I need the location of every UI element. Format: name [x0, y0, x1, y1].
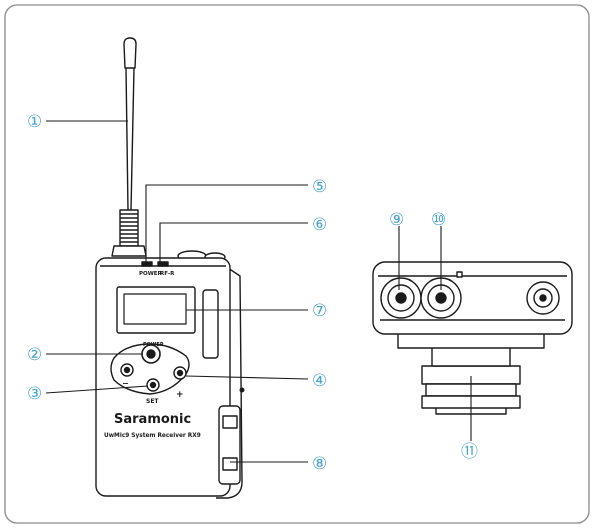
callout-lcd-display: ⑦	[312, 301, 327, 321]
minus-label: −	[122, 379, 129, 388]
callout-power-led: ⑤	[312, 177, 327, 197]
plus-label: +	[176, 390, 184, 400]
callout-belt-clip: ⑧	[312, 454, 327, 474]
callout-labels: ① ② ③ ④ ⑤ ⑥ ⑦ ⑧ ⑨ ⑩ ⑪	[27, 112, 478, 474]
leader-lines	[45, 120, 472, 463]
rf-led	[157, 261, 169, 267]
callout-output-jack-1: ⑨	[389, 210, 404, 230]
receiver-front-view	[95, 37, 245, 499]
power-button-label: POWER	[143, 342, 164, 348]
model-text: UwMic9 System Receiver RX9	[104, 433, 201, 439]
set-label: SET	[146, 398, 159, 405]
lcd-display	[123, 293, 187, 325]
callout-rf-led: ⑥	[312, 215, 327, 235]
receiver-end-body	[372, 261, 573, 335]
callout-cold-shoe-mount: ⑪	[461, 442, 478, 462]
brand-logo: Saramonic	[114, 412, 191, 427]
callout-plus-button: ④	[312, 371, 327, 391]
power-led	[141, 261, 153, 267]
antenna	[111, 37, 147, 257]
rf-led-label: RF-R	[160, 271, 175, 277]
callout-set-button: ③	[27, 384, 42, 404]
clip-strip	[202, 289, 219, 359]
callout-output-jack-2: ⑩	[431, 210, 446, 230]
callout-power-button: ②	[27, 345, 42, 365]
callout-antenna: ①	[27, 112, 42, 132]
power-led-label: POWER	[139, 271, 163, 277]
